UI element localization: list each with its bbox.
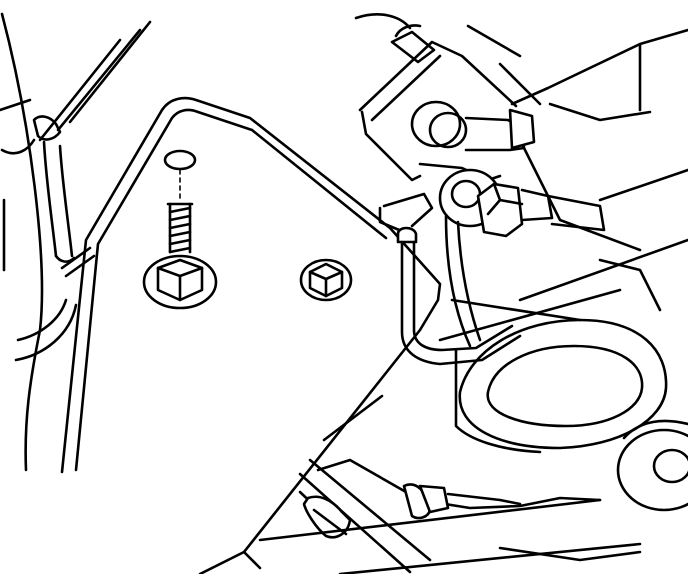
hose-clamp-bracket xyxy=(358,24,606,366)
installed-bolt xyxy=(299,258,353,302)
removed-bolt xyxy=(142,149,218,310)
left-engine-contour xyxy=(0,12,78,472)
left-hose-upper xyxy=(0,20,152,278)
mounting-bracket-plate xyxy=(60,96,442,554)
bolt-hole xyxy=(163,149,197,171)
lower-engine-section xyxy=(198,394,642,574)
right-engine-components xyxy=(354,13,688,512)
